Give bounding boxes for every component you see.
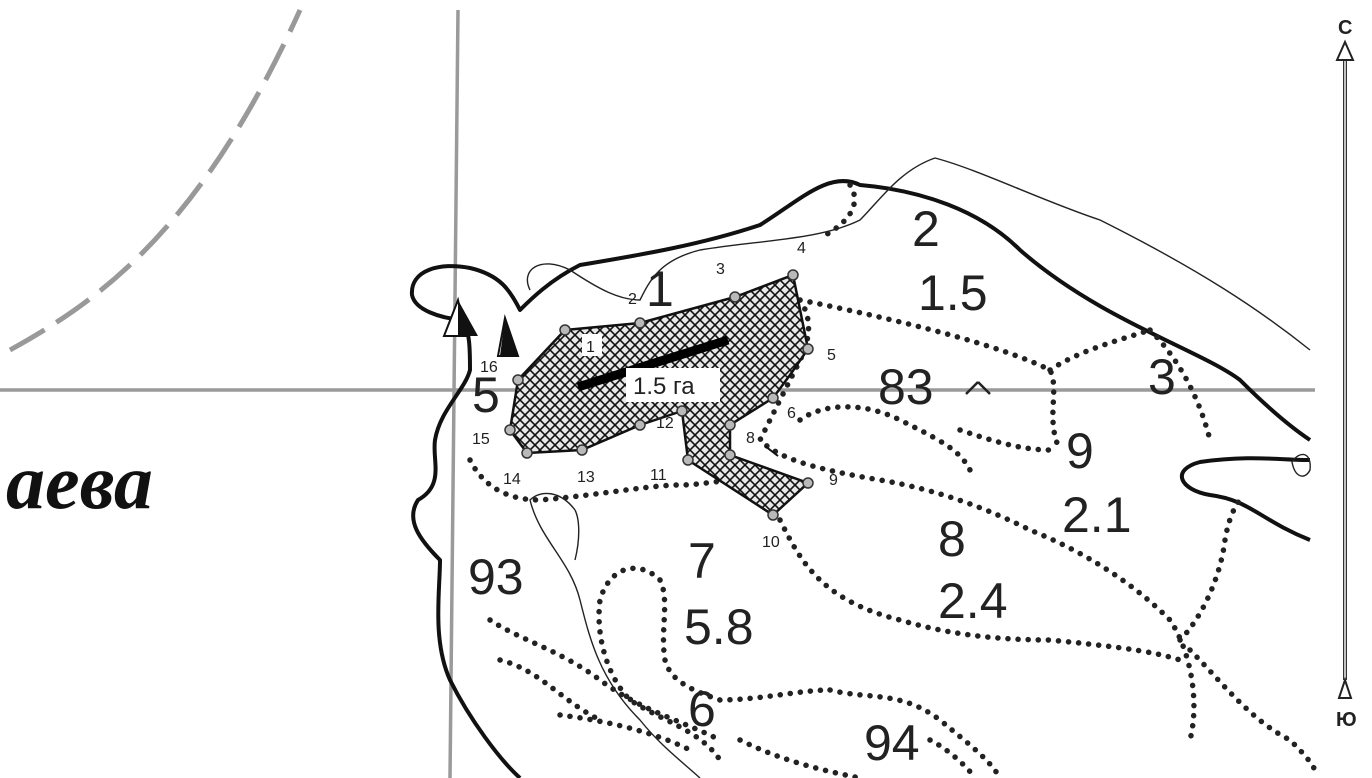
bay-boundary: [1179, 456, 1311, 542]
forest-boundary: [409, 179, 1312, 778]
plot-boundary-dotted: [756, 182, 1213, 743]
quarter-number-83: 83: [878, 359, 934, 415]
compass-north-label: С: [1338, 17, 1352, 39]
plot-boundary-dotted-7: [557, 687, 1003, 778]
vertex-label-8: 8: [746, 430, 755, 447]
vertex-label-5: 5: [827, 347, 836, 364]
vertex-label-3: 3: [716, 261, 725, 278]
plot-number-9: 9: [1066, 423, 1094, 479]
skid-trail: [576, 335, 730, 392]
plot-area-2: 1.5: [918, 265, 988, 321]
bay-tip: [1291, 453, 1311, 477]
quarter-number-93: 93: [468, 549, 524, 605]
stream-line-top: [526, 157, 1311, 351]
vertex-label-13: 13: [577, 469, 595, 486]
place-name-label: аева: [6, 438, 153, 525]
vertex-label-6: 6: [787, 405, 796, 422]
plot-number-6: 6: [688, 681, 716, 737]
plot-number-3: 3: [1148, 349, 1176, 405]
vertex-label-11: 11: [650, 467, 667, 484]
plot-area-9: 2.1: [1062, 487, 1132, 543]
vertex-label-14: 14: [503, 471, 521, 488]
plot-area-8: 2.4: [938, 573, 1008, 629]
tree-symbols: [442, 296, 520, 357]
vertex-label-2: 2: [628, 291, 637, 308]
quarter-number-94: 94: [864, 715, 920, 771]
plot-boundary-dotted-6: [487, 617, 723, 743]
vertex-label-1: 1: [586, 339, 595, 356]
compass-south-label: Ю: [1336, 709, 1357, 731]
vertex-label-12: 12: [656, 415, 674, 432]
plot-area-7: 5.8: [684, 599, 754, 655]
vertex-label-4: 4: [797, 240, 806, 257]
plot-boundary-dotted-8: [737, 737, 978, 778]
area-label-box: [626, 368, 720, 402]
vertex-labels: 1 2 3 4 5 6 8 9 10 11 12 13 14 15 16: [472, 240, 838, 551]
vertex-label-9: 9: [829, 472, 838, 489]
plot-number-7: 7: [688, 533, 716, 589]
vertex-label-15: 15: [472, 431, 490, 448]
plot-number-1: 1: [646, 261, 674, 317]
plot-number-2: 2: [912, 201, 940, 257]
plot-boundary-dotted-5: [596, 565, 833, 763]
plot-number-5: 5: [472, 367, 500, 423]
vertex-8-tick: [764, 445, 779, 457]
vertex-points: [504, 269, 814, 521]
stream-line-left: [574, 509, 580, 561]
plot-boundary-dotted-3: [777, 517, 1183, 663]
area-label: 1.5 га: [633, 373, 695, 400]
vertex-label-10: 10: [762, 534, 780, 551]
vertex-label-16: 16: [480, 359, 498, 376]
road-dashed: [8, 8, 303, 353]
compass-arrow: С Ю: [1335, 17, 1357, 731]
stream-line-lower: [529, 492, 701, 778]
quarter-83-caret-right: [977, 381, 991, 395]
grid-line-vertical: [448, 9, 460, 778]
quarter-83-caret-left: [965, 381, 979, 395]
plot-number-8: 8: [938, 511, 966, 567]
